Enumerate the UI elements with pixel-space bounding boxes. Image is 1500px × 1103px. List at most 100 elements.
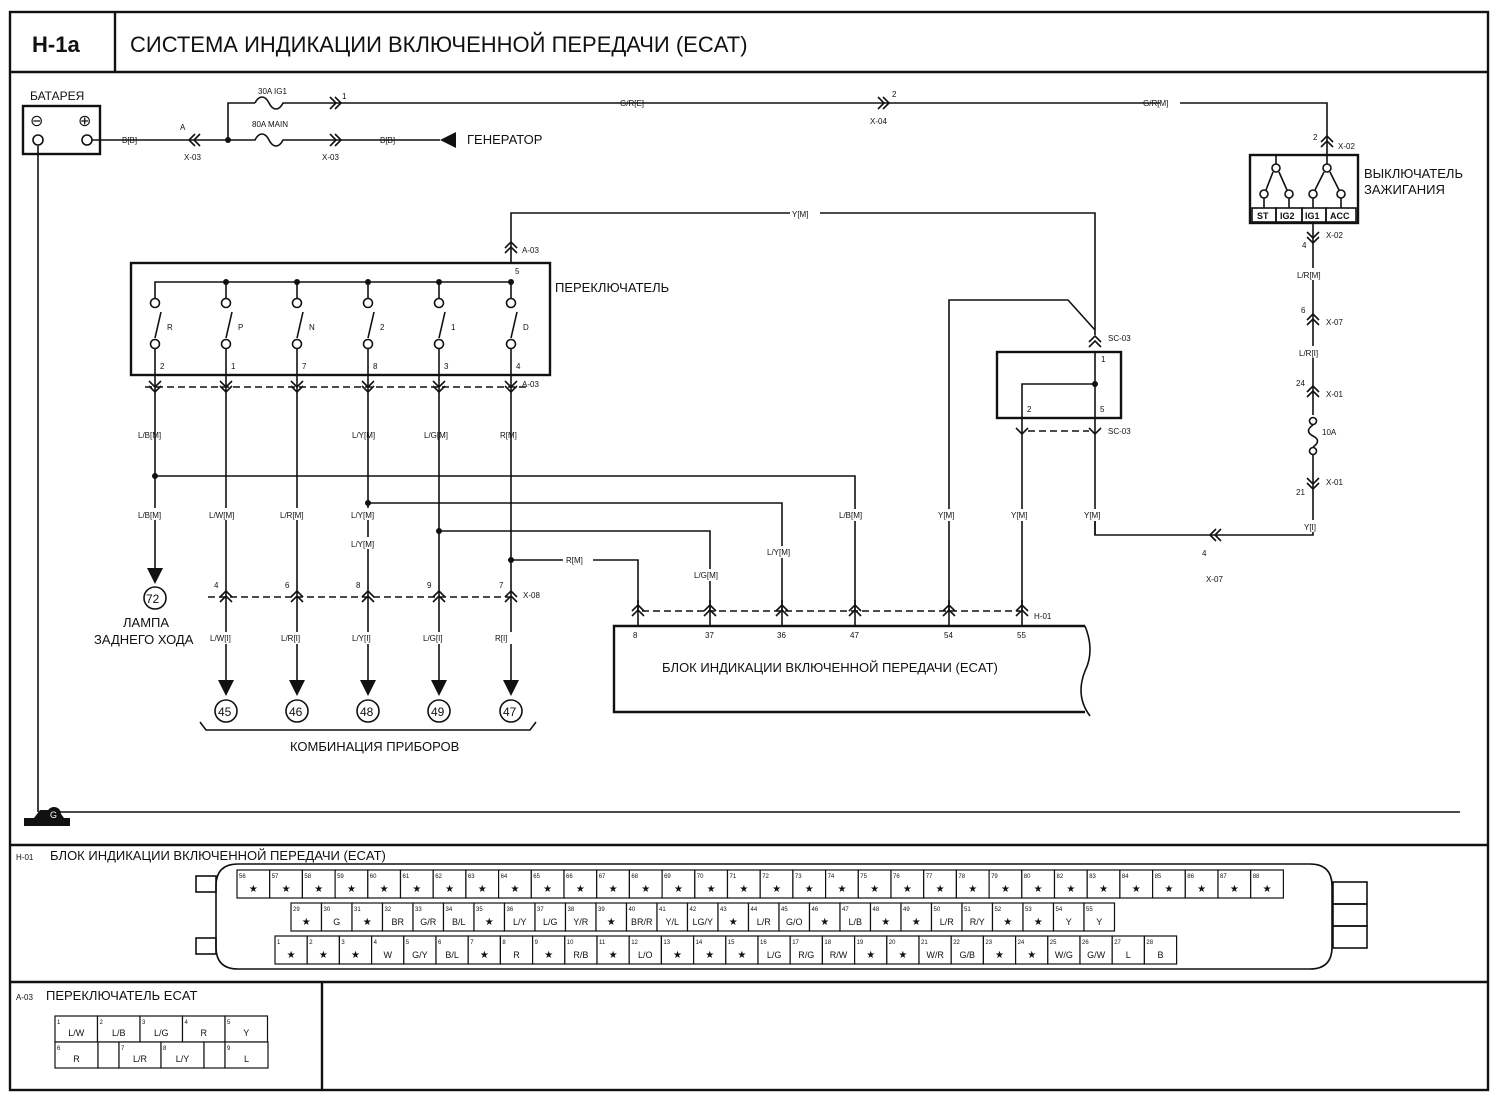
pin-wire-color: LG/Y xyxy=(692,917,713,927)
pin-number: 64 xyxy=(501,874,508,880)
h01-pin-bot: 11★ xyxy=(596,935,630,965)
pin-number: 63 xyxy=(468,874,475,880)
pin-number: 4 xyxy=(185,1020,189,1026)
pin-number: 48 xyxy=(873,907,880,913)
pin-number: 65 xyxy=(533,874,540,880)
h01-connector-body xyxy=(215,863,1333,970)
pin-wire-color: L/R xyxy=(940,917,955,927)
pin-wire-color: ★ xyxy=(543,884,552,895)
h01-pin-bot: 20★ xyxy=(886,935,920,965)
pin-number: 78 xyxy=(958,874,965,880)
pin-number: 55 xyxy=(1086,907,1093,913)
h01-pin-mid: 51R/Y xyxy=(961,902,994,932)
h01-pin-mid: 48★ xyxy=(869,902,902,932)
pin-wire-color: Y/R xyxy=(573,917,589,927)
pin-wire-color: B/L xyxy=(445,950,459,960)
pin-number: 21 xyxy=(921,940,928,946)
pin-number: 38 xyxy=(568,907,575,913)
pin-wire-color: BR/R xyxy=(631,917,653,927)
h01-pin-bot: 18R/W xyxy=(821,935,856,965)
fuse-ig1-symbol xyxy=(254,96,660,110)
pin-wire-color: L/G xyxy=(543,917,558,927)
h01-pin-mid: 37L/G xyxy=(534,902,567,932)
h01-pin-top: 75★ xyxy=(857,869,892,899)
pin-wire-color: G/Y xyxy=(412,950,428,960)
h01-pin-top: 58★ xyxy=(301,869,336,899)
switch-pin-top: 5 xyxy=(515,267,520,276)
cluster-arrow-icon xyxy=(360,680,376,696)
h01-pin-mid: 46★ xyxy=(808,902,841,932)
switch-contact-D: D4 xyxy=(505,279,529,375)
pin-number: 6 xyxy=(438,940,442,946)
x08-pin-label: 7 xyxy=(499,581,504,590)
h01-pin-bot: 17R/G xyxy=(789,935,824,965)
pin-number: 52 xyxy=(995,907,1002,913)
ign-pin-x07: 6 xyxy=(1301,306,1306,315)
x08-pin-label: 8 xyxy=(356,581,361,590)
pin-number: 1 xyxy=(277,940,281,946)
pin-number: 80 xyxy=(1024,874,1031,880)
wire-label-rm-upper: R[M] xyxy=(500,431,517,440)
switch-conn-bottom: A-03 xyxy=(522,380,539,389)
h01-pin-top: 62★ xyxy=(432,869,467,899)
h01-pin-mid: 53★ xyxy=(1022,902,1055,932)
cluster-arrow-icon xyxy=(431,680,447,696)
h01-pin-mid: 50L/R xyxy=(930,902,963,932)
pin-number: 39 xyxy=(598,907,605,913)
switch-contact-1: 13 xyxy=(433,279,456,375)
switch-pin-label: 2 xyxy=(160,362,165,371)
pin-number: 8 xyxy=(502,940,506,946)
wire-label-lbm-upper: L/B[M] xyxy=(138,431,161,440)
switch-contact-label: N xyxy=(309,323,315,332)
h01-pin-top: 86★ xyxy=(1184,869,1219,899)
pin-wire-color: ★ xyxy=(729,917,738,928)
lamp-label-1: ЛАМПА xyxy=(123,615,169,630)
pin-number: 79 xyxy=(991,874,998,880)
pin-number: 23 xyxy=(985,940,992,946)
ecat-unit-break xyxy=(1080,625,1091,717)
pin-number: 40 xyxy=(629,907,636,913)
pin-number: 9 xyxy=(535,940,539,946)
wire-label-lower: L/G[I] xyxy=(423,634,443,643)
connector-a03-pin xyxy=(290,380,304,394)
wire-lbm-to-ecat xyxy=(155,475,856,610)
h01-pin-top: 73★ xyxy=(792,869,827,899)
ecat-conn-label: H-01 xyxy=(1034,612,1052,621)
pin-number: 51 xyxy=(964,907,971,913)
h01-pin-grid: 56★57★58★59★60★61★62★63★64★65★66★67★68★6… xyxy=(236,869,1284,965)
connector-x08-pin xyxy=(290,589,304,603)
pin-number: 7 xyxy=(470,940,474,946)
pin-number: 29 xyxy=(293,907,300,913)
h01-pin-top: 56★ xyxy=(236,869,271,899)
pin-wire-color: ★ xyxy=(1263,884,1272,895)
switch-wires xyxy=(148,375,518,690)
pin-wire-color: ★ xyxy=(282,884,291,895)
pin-wire-color: L xyxy=(244,1054,249,1064)
sensor-pin-1: 1 xyxy=(1101,355,1106,364)
conn-x03-label-2: X-03 xyxy=(322,153,339,162)
wire-label-mid: L/B[M] xyxy=(138,511,161,520)
pin-number: 11 xyxy=(599,940,606,946)
pin-wire-color: R/G xyxy=(798,950,814,960)
pin-number: 7 xyxy=(121,1046,125,1052)
a03-title: ПЕРЕКЛЮЧАТЕЛЬ ECAT xyxy=(46,988,198,1003)
pin-wire-color: ★ xyxy=(870,884,879,895)
switch-contact-2: 28 xyxy=(362,279,385,375)
battery-negative-icon: ⊖ xyxy=(30,113,43,130)
pin-wire-color: ★ xyxy=(347,884,356,895)
h01-pin-mid: 45G/O xyxy=(778,902,811,932)
connector-x08-pin xyxy=(361,589,375,603)
wire-label-ym-2: Y[M] xyxy=(1011,511,1027,520)
pin-number: 83 xyxy=(1089,874,1096,880)
switch-pin-label: 7 xyxy=(302,362,307,371)
wire-label-bb2: B[B] xyxy=(380,136,395,145)
pin-number: 85 xyxy=(1155,874,1162,880)
h01-pin-bot: 2★ xyxy=(306,935,341,965)
fuse-10a-label: 10A xyxy=(1322,428,1337,437)
h01-pin-bot: 15★ xyxy=(725,935,759,965)
pin-wire-color: L/G xyxy=(767,950,782,960)
pin-wire-color: Y xyxy=(1066,917,1072,927)
h01-pin-top: 84★ xyxy=(1119,869,1154,899)
h01-pin-mid: 31★ xyxy=(351,902,384,932)
